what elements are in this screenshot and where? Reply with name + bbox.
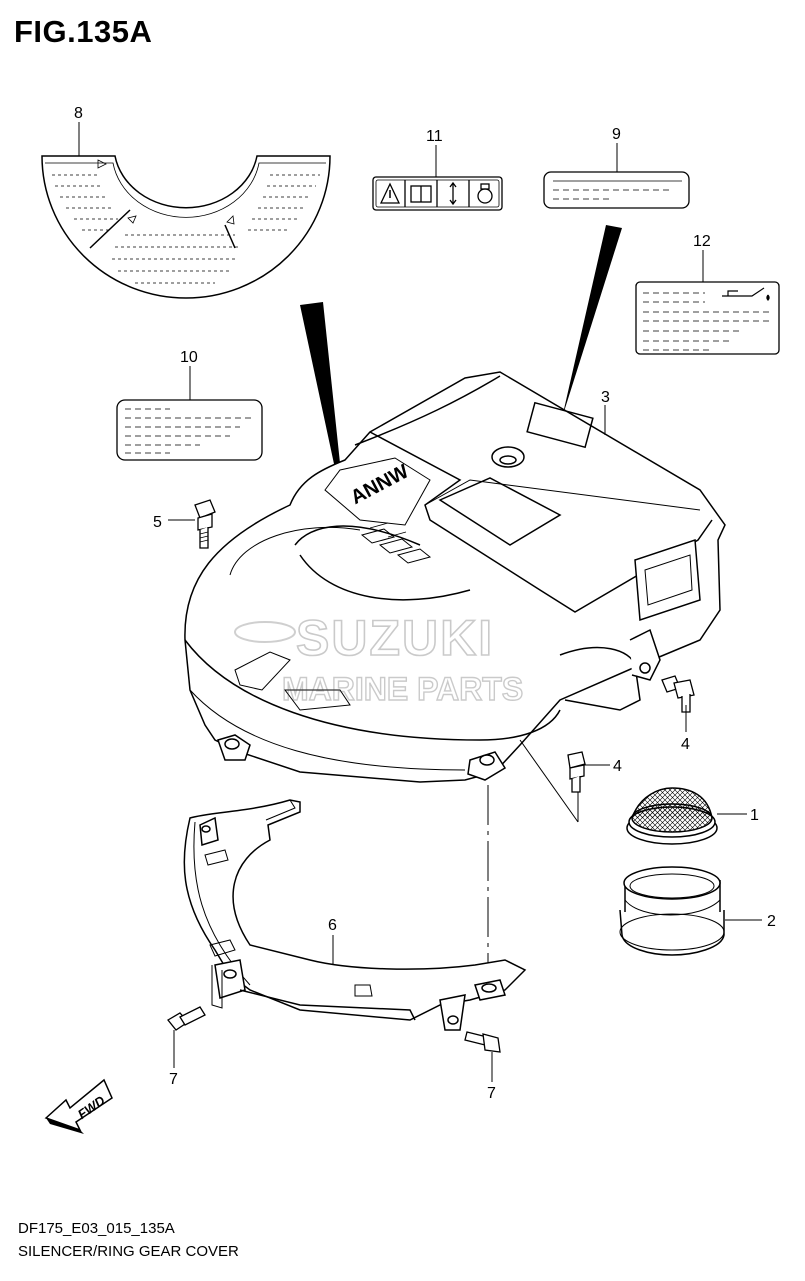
callout-6: 6 bbox=[328, 917, 337, 934]
part-5-bolt bbox=[194, 499, 216, 549]
callout-12: 12 bbox=[693, 233, 711, 250]
callout-4-right: 4 bbox=[681, 736, 690, 753]
part-8-arc-label bbox=[41, 155, 331, 299]
watermark-brand: SUZUKI bbox=[296, 610, 494, 666]
callout-3: 3 bbox=[601, 389, 610, 406]
callout-4-center: 4 bbox=[613, 758, 622, 775]
callout-11: 11 bbox=[426, 128, 443, 145]
model-code: DF175_E03_015_135A bbox=[18, 1220, 175, 1237]
callout-1: 1 bbox=[750, 807, 759, 824]
part-10-label bbox=[116, 399, 263, 461]
part-9-label bbox=[543, 171, 690, 209]
callout-10: 10 bbox=[180, 349, 198, 366]
part-7-bolt-right bbox=[464, 1031, 501, 1053]
callout-5: 5 bbox=[153, 514, 162, 531]
part-4-bolt-right bbox=[661, 675, 695, 713]
callout-9: 9 bbox=[612, 126, 621, 143]
callout-2: 2 bbox=[767, 913, 776, 930]
part-12-oil-label bbox=[635, 281, 780, 355]
figure-description: SILENCER/RING GEAR COVER bbox=[18, 1243, 239, 1260]
callout-8: 8 bbox=[74, 105, 83, 122]
figure-title: FIG.135A bbox=[14, 14, 153, 49]
part-2-rubber-ring bbox=[619, 866, 725, 956]
part-7-bolt-left bbox=[167, 1006, 206, 1031]
leader-wedge-right bbox=[562, 225, 622, 418]
part-3-silencer-cover bbox=[184, 371, 726, 783]
fwd-arrow-icon: FWD bbox=[44, 1078, 113, 1134]
part-4-bolt-center bbox=[567, 751, 586, 793]
callout-7-left: 7 bbox=[169, 1071, 178, 1088]
callout-7-right: 7 bbox=[487, 1085, 496, 1102]
part-1-mesh-cap bbox=[626, 787, 718, 845]
suzuki-watermark: SUZUKI MARINE PARTS bbox=[234, 609, 524, 708]
part-6-ring-gear-cover bbox=[183, 799, 527, 1031]
watermark-sub: MARINE PARTS bbox=[282, 671, 523, 707]
part-11-warning-label bbox=[372, 176, 503, 211]
